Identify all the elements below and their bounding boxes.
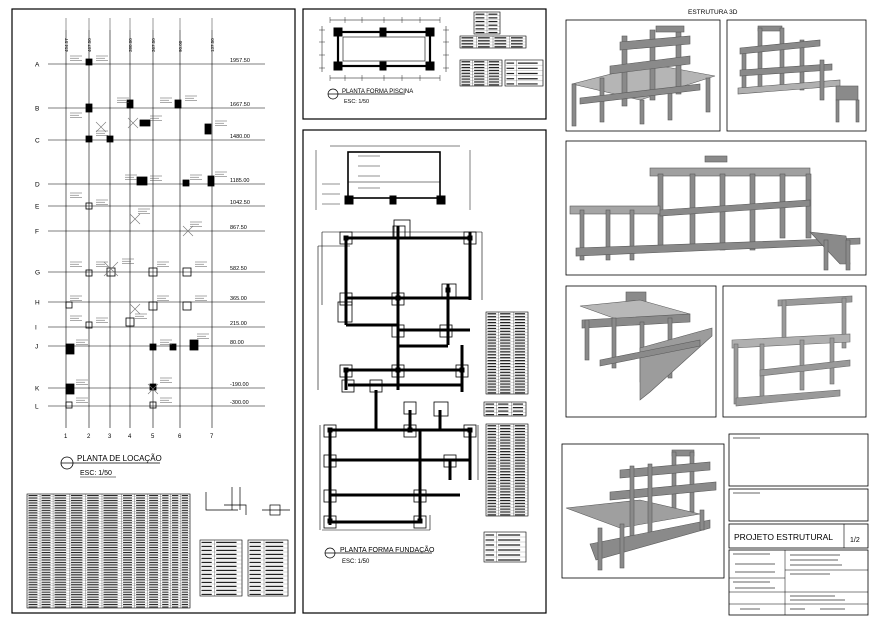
- locacao-scale: ESC: 1/50: [80, 470, 112, 477]
- grid-column-label: 1: [64, 434, 68, 440]
- grid-column-label: 5: [151, 434, 155, 440]
- grid-row-label: C: [35, 138, 40, 145]
- data-table: [483, 531, 527, 563]
- panel-fundacao: [302, 129, 547, 614]
- view-3d-6: [561, 443, 725, 579]
- data-table: [473, 11, 501, 35]
- grid-column-dim: 367.50: [151, 38, 156, 52]
- grid-row-dim: -190.00: [230, 382, 249, 388]
- piscina-scale: ESC: 1/50: [344, 99, 369, 105]
- data-table: [483, 401, 527, 417]
- panel-locacao: [11, 8, 296, 614]
- grid-row-dim: 1480.00: [230, 134, 250, 140]
- sheet-number: 1/2: [850, 537, 860, 544]
- grid-row-label: A: [35, 62, 40, 69]
- grid-row-label: J: [35, 344, 38, 351]
- piscina-dimension-ticks: [319, 17, 449, 81]
- data-table: [459, 35, 527, 49]
- piscina-plan: [321, 19, 447, 79]
- grid-row-label: L: [35, 404, 39, 411]
- locacao-detail-sketch: [205, 487, 290, 516]
- fundacao-scale: ESC: 1/50: [342, 559, 370, 565]
- data-table: [485, 423, 529, 517]
- grid-row-dim: 1957.50: [230, 58, 250, 64]
- grid-row-label: H: [35, 300, 40, 307]
- locacao-legend-tables: [199, 539, 289, 597]
- locacao-grid: 1 454.57 2 467.50 3 4 380.00 5 367.50 6 90.00 7 137.…: [35, 18, 265, 440]
- grid-row-dim: 1042.50: [230, 200, 250, 206]
- grid-row-label: E: [35, 204, 40, 211]
- data-table: [485, 311, 529, 395]
- grid-column-label: 4: [128, 434, 132, 440]
- panel-piscina: [302, 8, 547, 120]
- grid-column-dim: 454.57: [64, 38, 69, 52]
- locacao-footing-marks: [95, 117, 194, 395]
- grid-column-dim: 137.50: [210, 38, 215, 52]
- fundacao-tables: [322, 155, 529, 563]
- grid-column-label: 2: [87, 434, 91, 440]
- grid-row-dim: 582.50: [230, 266, 247, 272]
- grid-row-label: B: [35, 106, 39, 113]
- fundacao-title: PLANTA FORMA FUNDAÇÃO: [340, 545, 435, 554]
- data-table: [247, 539, 289, 597]
- view-3d-2: [726, 19, 867, 132]
- data-table: [504, 59, 544, 87]
- locacao-pillars: [65, 58, 215, 409]
- piscina-tables: [459, 11, 544, 87]
- grid-row-dim: -300.00: [230, 400, 249, 406]
- grid-row-dim: 867.50: [230, 225, 247, 231]
- grid-row-label: K: [35, 386, 40, 393]
- locacao-pillar-table: [26, 493, 191, 609]
- grid-column-dim: 380.00: [128, 38, 133, 52]
- view-3d-3: [565, 140, 867, 276]
- grid-row-label: G: [35, 270, 40, 277]
- grid-row-label: F: [35, 229, 39, 236]
- grid-row-label: I: [35, 325, 37, 332]
- estrutura-3d-title: ESTRUTURA 3D: [688, 9, 738, 16]
- data-table: [459, 59, 503, 87]
- piscina-title: PLANTA FORMA PISCINA: [342, 89, 413, 95]
- project-title: PROJETO ESTRUTURAL: [734, 532, 833, 542]
- locacao-annotations: [70, 55, 227, 403]
- grid-column-label: 7: [210, 434, 214, 440]
- grid-row-dim: 1185.00: [230, 178, 249, 184]
- grid-row-dim: 365.00: [230, 296, 247, 302]
- grid-row-dim: 215.00: [230, 321, 247, 327]
- grid-column-label: 3: [108, 434, 112, 440]
- title-block-text-lines: [733, 437, 845, 610]
- view-3d-5: [722, 285, 867, 418]
- fundacao-main-plan: [317, 219, 483, 531]
- locacao-title: PLANTA DE LOCAÇÃO: [77, 454, 162, 463]
- title-block: [728, 433, 869, 616]
- grid-column-dim: 467.50: [87, 38, 92, 52]
- data-table: [26, 493, 191, 609]
- fundacao-top-plan: [315, 145, 471, 210]
- data-table: [199, 539, 243, 597]
- grid-row-dim: 1667.50: [230, 102, 250, 108]
- grid-column-dim: 90.00: [178, 40, 183, 52]
- grid-row-dim: 80.00: [230, 340, 244, 346]
- grid-row-label: D: [35, 182, 40, 189]
- grid-column-label: 6: [178, 434, 182, 440]
- view-3d-1: [565, 19, 721, 132]
- view-3d-4: [565, 285, 717, 418]
